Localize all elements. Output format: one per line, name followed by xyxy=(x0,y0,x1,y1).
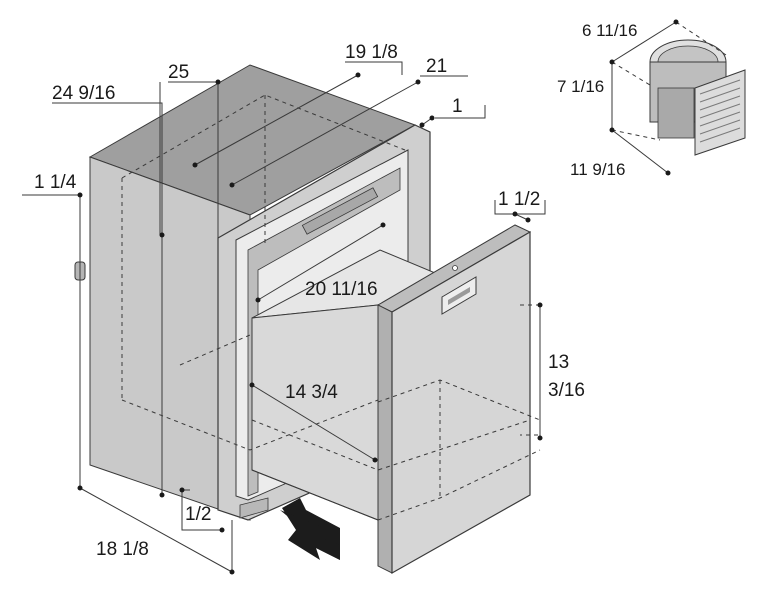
compressor-dimension-lines-dashed xyxy=(611,21,727,141)
fridge-side-face xyxy=(89,156,251,521)
dim-door-thickness: 1 1/2 xyxy=(498,189,540,210)
door-front xyxy=(377,304,393,574)
dimension-dots xyxy=(77,72,543,575)
dim-drawer-height-line1: 13 xyxy=(548,352,569,373)
frame-foot xyxy=(239,497,269,519)
door-screw xyxy=(452,265,458,271)
dim-frame-thickness: 1 xyxy=(452,96,463,117)
fridge-body xyxy=(74,64,417,521)
dimension-labels: 25 24 9/16 19 1/8 21 1 1 1/4 1 1/2 20 11… xyxy=(34,42,585,560)
dim-drawer-height-line2: 3/16 xyxy=(548,380,585,401)
dim-width-top-a: 19 1/8 xyxy=(345,42,398,63)
dim-width-top-b: 21 xyxy=(426,56,447,77)
dim-base-width: 18 1/8 xyxy=(96,539,149,560)
dim-side-offset: 1 1/4 xyxy=(34,172,77,193)
dim-compressor-depth: 11 9/16 xyxy=(570,160,625,179)
compressor-dimension-labels: 6 11/16 7 1/16 11 9/16 xyxy=(557,21,637,179)
compressor-fins xyxy=(657,87,695,139)
dim-base-offset: 1/2 xyxy=(185,504,211,525)
door-face xyxy=(391,230,531,575)
dim-unit-top: 25 xyxy=(168,62,189,83)
hidden-edges xyxy=(121,94,541,521)
dimension-lines xyxy=(22,61,546,573)
dim-inner-depth: 20 11/16 xyxy=(305,279,378,300)
compressor-dimension-dots xyxy=(609,19,679,176)
compressor-dimension-lines xyxy=(611,21,677,174)
frame-latch xyxy=(301,187,379,235)
dim-depth-inner: 24 9/16 xyxy=(52,83,115,104)
dim-compressor-height: 7 1/16 xyxy=(557,77,604,96)
dim-compressor-width: 6 11/16 xyxy=(582,21,637,40)
dim-drawer-width: 14 3/4 xyxy=(285,382,338,403)
drawer-door xyxy=(376,224,532,575)
compressor-unit xyxy=(649,39,746,156)
frame-inner-lip xyxy=(247,167,401,497)
